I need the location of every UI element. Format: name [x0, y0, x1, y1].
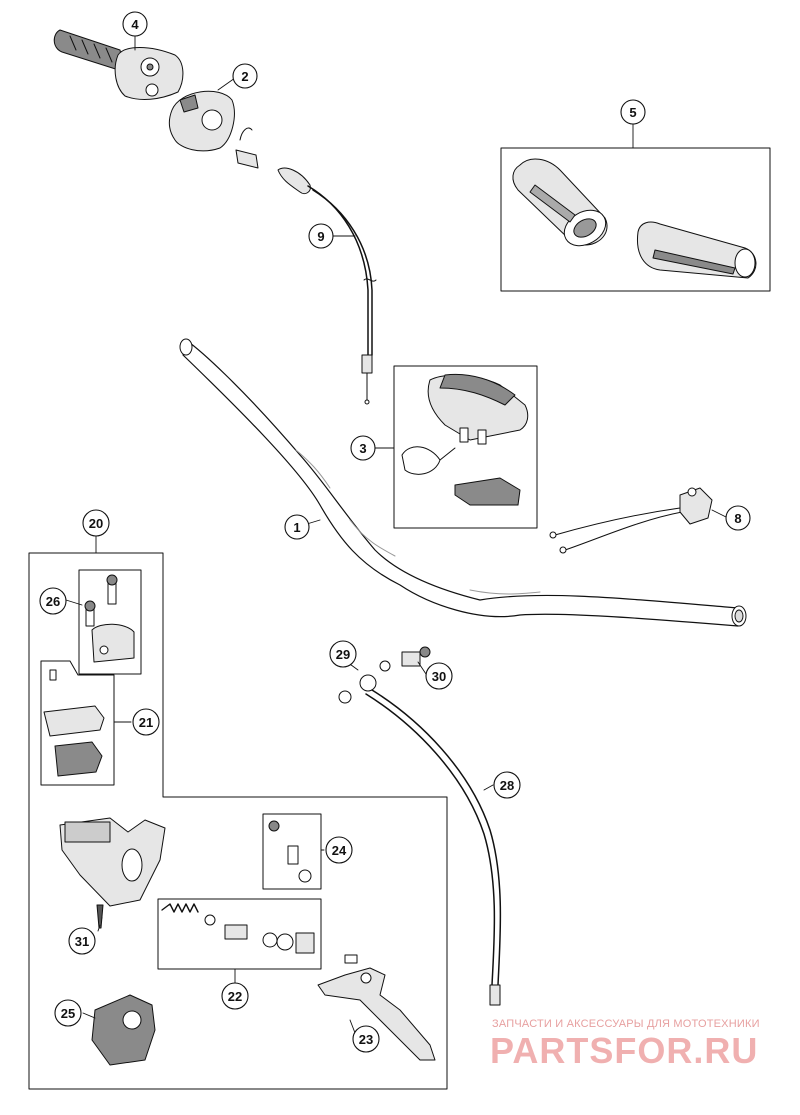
svg-text:3: 3: [359, 441, 366, 456]
svg-text:29: 29: [336, 647, 350, 662]
svg-text:9: 9: [317, 229, 324, 244]
svg-text:5: 5: [629, 105, 636, 120]
box-switch-3: [393, 365, 538, 529]
svg-text:23: 23: [359, 1032, 373, 1047]
reservoir-cover: [43, 669, 105, 777]
callout-30: 30: [425, 662, 453, 690]
callout-28: 28: [493, 771, 521, 799]
watermark-caption: ЗАПЧАСТИ И АКСЕССУАРЫ ДЛЯ МОТОТЕХНИКИ: [492, 1018, 760, 1030]
box-clamp-26: [78, 569, 142, 675]
svg-text:4: 4: [131, 17, 139, 32]
svg-text:30: 30: [432, 669, 446, 684]
svg-text:28: 28: [500, 778, 514, 793]
svg-text:25: 25: [61, 1006, 75, 1021]
svg-text:31: 31: [75, 934, 89, 949]
svg-text:24: 24: [332, 843, 347, 858]
wiring-harness: [549, 487, 713, 554]
callout-9: 9: [308, 223, 334, 249]
bleeder-screw: [268, 820, 312, 883]
master-cylinder-body: [59, 817, 166, 929]
box-grips-5: [500, 147, 771, 292]
grips-pair: [512, 158, 757, 279]
lever-cover: [91, 994, 156, 1066]
callout-22: 22: [221, 982, 249, 1010]
leader-lines: [65, 35, 727, 1039]
svg-text:1: 1: [293, 520, 300, 535]
throttle-cover: [168, 90, 235, 152]
watermark-logo: PARTSFOR.RU: [490, 1030, 759, 1071]
handlebar: [179, 338, 747, 627]
callout-26: 26: [39, 587, 67, 615]
callout-1: 1: [284, 514, 310, 540]
svg-text:21: 21: [139, 715, 153, 730]
callout-3: 3: [350, 435, 376, 461]
clamp-with-bolts: [84, 574, 135, 663]
svg-text:26: 26: [46, 594, 60, 609]
svg-text:8: 8: [734, 511, 741, 526]
callout-25: 25: [54, 999, 82, 1027]
callout-8: 8: [725, 505, 751, 531]
callout-24: 24: [325, 836, 353, 864]
kill-switch: [401, 373, 529, 506]
callout-29: 29: [329, 640, 357, 668]
piston-kit: [161, 903, 315, 954]
throttle-cable: [235, 127, 377, 405]
throttle-grip-assembly: [53, 29, 184, 100]
box-clutch-assembly-20: [28, 552, 448, 1090]
callout-23: 23: [352, 1025, 380, 1053]
clutch-lever: [317, 954, 436, 1061]
callout-4: 4: [122, 11, 148, 37]
svg-text:2: 2: [241, 69, 248, 84]
box-cover-21: [40, 660, 115, 786]
clutch-hose: [338, 646, 502, 1006]
svg-text:22: 22: [228, 989, 242, 1004]
callout-20: 20: [82, 509, 110, 537]
callout-21: 21: [132, 708, 160, 736]
box-bleeder-24: [262, 813, 322, 890]
svg-text:20: 20: [89, 516, 103, 531]
box-piston-22: [157, 898, 322, 970]
callout-2: 2: [232, 63, 258, 89]
callout-31: 31: [68, 927, 96, 955]
callout-5: 5: [620, 99, 646, 125]
